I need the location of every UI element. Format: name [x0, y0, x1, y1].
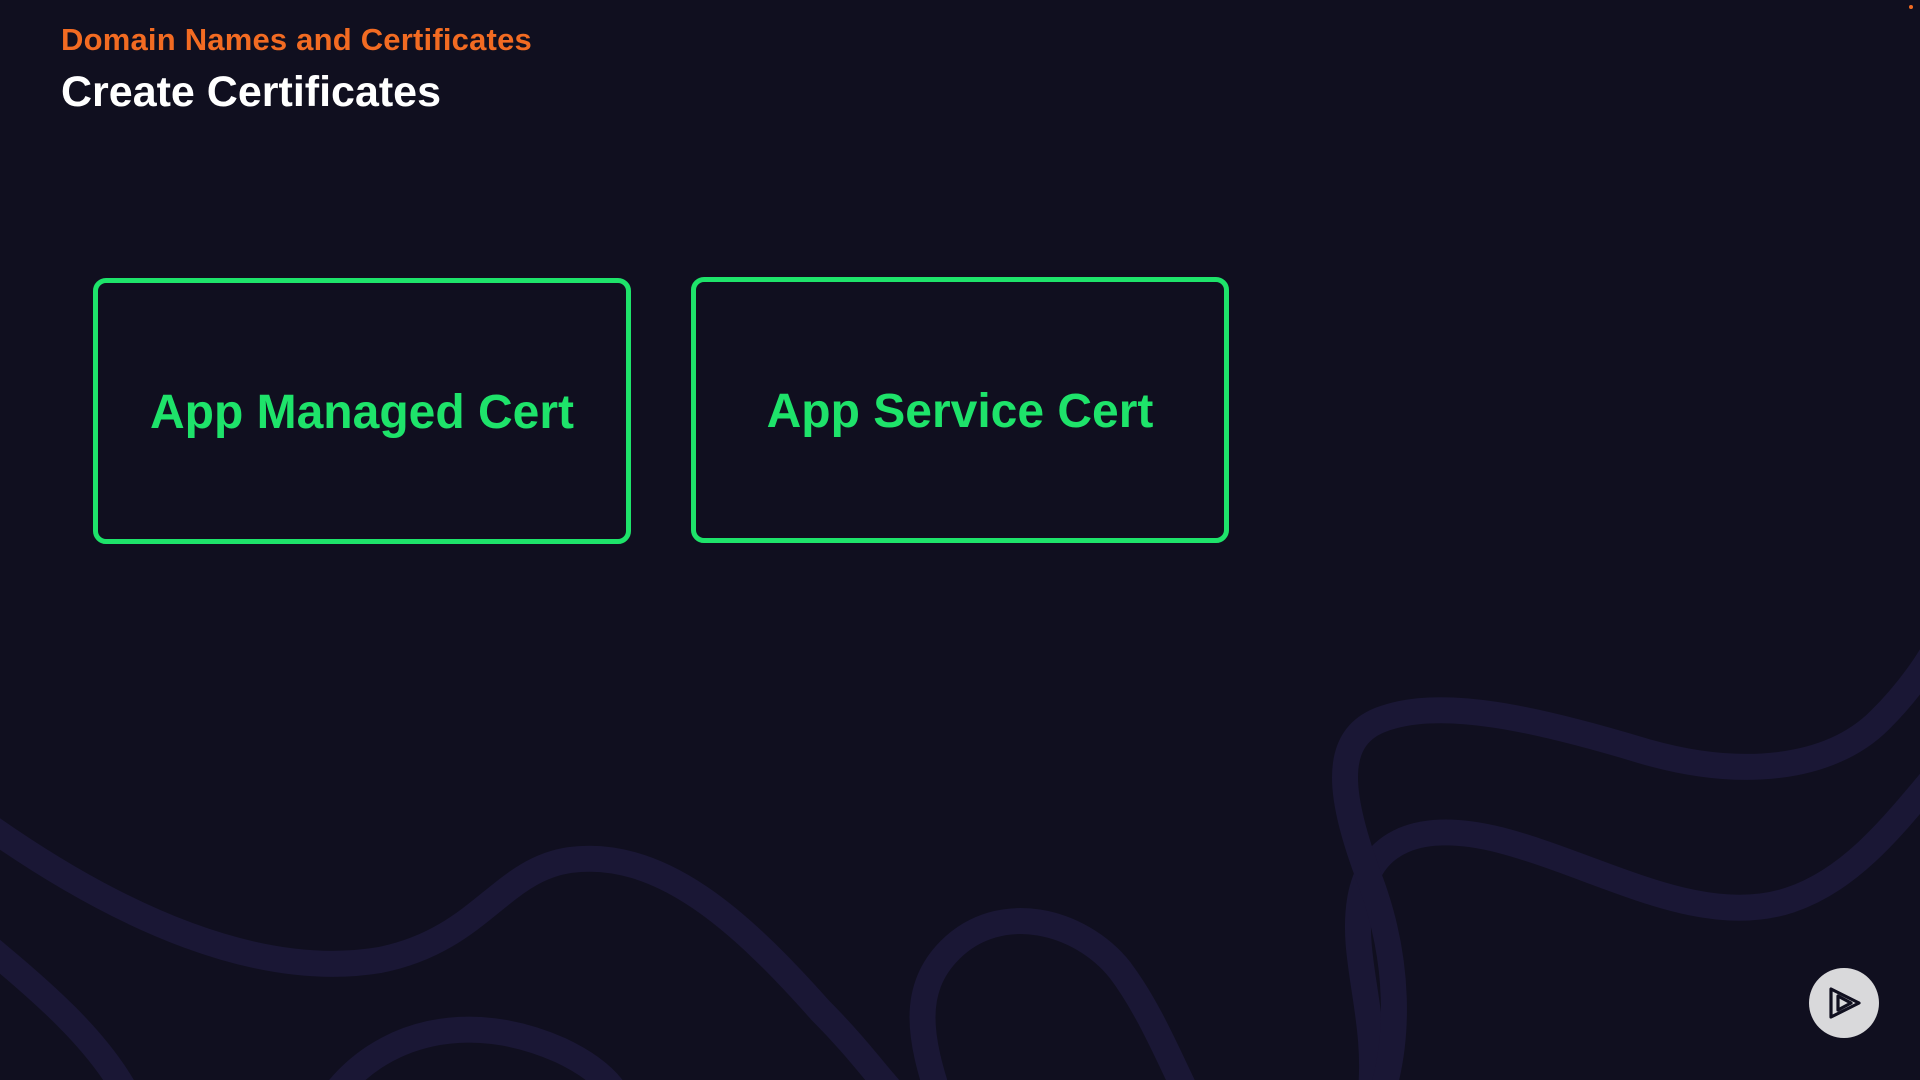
play-logo-glyph [1829, 987, 1861, 1019]
play-logo-icon [1809, 968, 1879, 1038]
app-managed-cert-label: App Managed Cert [149, 386, 575, 439]
corner-dot [1909, 5, 1913, 9]
app-managed-cert-card: App Managed Cert [93, 278, 631, 544]
section-title: Domain Names and Certificates [61, 22, 532, 57]
slide-title: Create Certificates [61, 68, 442, 116]
app-service-cert-label: App Service Cert [766, 385, 1154, 438]
app-service-cert-card: App Service Cert [691, 277, 1229, 543]
